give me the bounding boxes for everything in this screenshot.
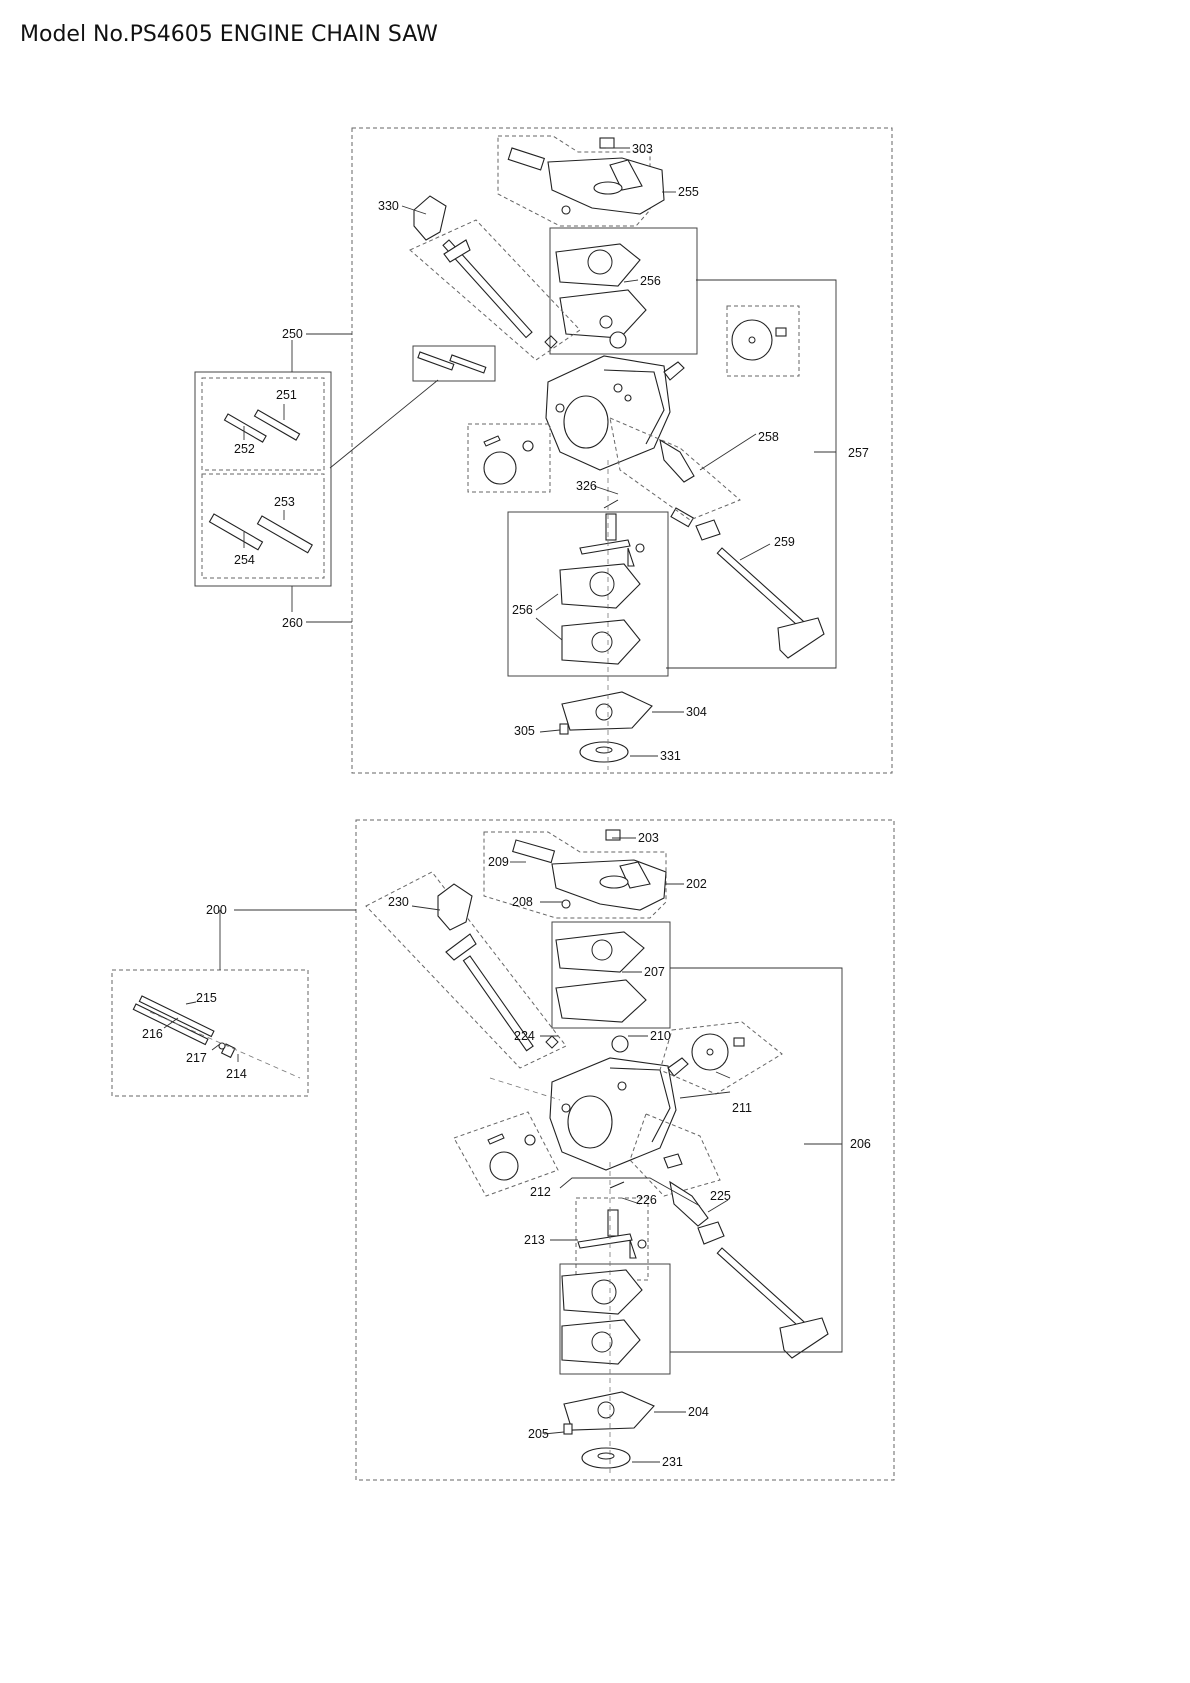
label-209: 209 [488,855,509,869]
part-metering-lever-top [579,499,645,567]
part-pump-cover-bottom [691,1033,745,1071]
label-330: 330 [378,199,399,213]
plate-box-top [467,423,551,493]
jet-kit-subbox-upper [201,377,325,471]
page-title: Model No.PS4605 ENGINE CHAIN SAW [20,22,438,47]
part-throttle-shaft-top [413,195,558,349]
label-254: 254 [234,553,255,567]
part-plate-top [483,435,534,485]
part-choke-shaft-top [659,438,825,659]
part-plate-bottom [487,1133,536,1181]
choke-lever-box-top [609,417,741,521]
bottom-assembly: 203 209 202 208 200 230 207 215 216 217 … [111,819,895,1481]
bottom-leaders [163,837,843,1463]
label-256-bottom: 256 [512,603,533,617]
label-215: 215 [196,991,217,1005]
lower-gasket-box-bottom [559,1263,671,1375]
gasket-box-top [549,227,698,355]
part-carburetor-body-bottom [549,1035,689,1171]
bottom-assembly-frame [355,819,895,1481]
label-200: 200 [206,903,227,917]
part-jets-kit-bottom [132,995,301,1079]
label-255: 255 [678,185,699,199]
label-259: 259 [774,535,795,549]
throttle-shaft-box-top [409,219,581,361]
part-jets-kit-top [208,409,313,554]
label-211: 211 [732,1101,752,1115]
label-202: 202 [686,877,707,891]
label-256-top: 256 [640,274,661,288]
label-204: 204 [688,1405,709,1419]
label-231: 231 [662,1455,683,1469]
label-305: 305 [514,724,535,738]
label-226: 226 [636,1193,657,1207]
part-gasket-lower-top [559,563,641,665]
throttle-shaft-box-bottom [365,871,567,1069]
label-210: 210 [650,1029,671,1043]
label-216: 216 [142,1027,163,1041]
plate-box-bottom [453,1111,559,1197]
part-adjust-jets-top [417,351,487,374]
label-258: 258 [758,430,779,444]
part-pump-cover-top [731,319,787,361]
part-choke-shaft-bottom [663,1153,829,1359]
label-205: 205 [528,1427,549,1441]
label-303: 303 [632,142,653,156]
pump-cover-box-bottom [659,1021,783,1095]
jets-box-top [412,345,496,382]
part-cover-bottom [512,829,667,911]
label-213: 213 [524,1233,545,1247]
label-212: 212 [530,1185,551,1199]
part-gasket-lower-bottom [561,1269,643,1365]
label-251: 251 [276,388,297,402]
pump-cover-box-top [726,305,800,377]
part-pump-diaphragm-top [559,691,653,763]
top-leaders [243,147,837,757]
label-260: 260 [282,616,303,630]
part-metering-lever-bottom [577,1181,647,1259]
label-257: 257 [848,446,869,460]
label-253: 253 [274,495,295,509]
label-206: 206 [850,1137,871,1151]
jet-kit-subbox-lower [201,473,325,579]
jet-kit-box-bottom [111,969,309,1097]
metering-box-top [507,511,669,677]
label-304: 304 [686,705,707,719]
part-carburetor-body-top [545,331,685,471]
choke-lever-box-bottom [629,1113,721,1197]
label-331: 331 [660,749,681,763]
label-207: 207 [644,965,665,979]
label-225: 225 [710,1189,731,1203]
label-224: 224 [514,1029,535,1043]
label-208: 208 [512,895,533,909]
label-326: 326 [576,479,597,493]
top-assembly: 303 255 330 256 250 251 252 253 254 258 … [194,127,893,774]
part-gasket-upper-bottom [555,931,647,1023]
label-217: 217 [186,1051,207,1065]
label-252: 252 [234,442,255,456]
jet-kit-box-top [194,371,332,587]
gasket-box-bottom [551,921,671,1029]
part-cover-top [497,135,665,227]
label-203: 203 [638,831,659,845]
part-gasket-upper [555,243,647,339]
label-230: 230 [388,895,409,909]
label-214: 214 [226,1067,247,1081]
label-250: 250 [282,327,303,341]
aux-line-bottom [489,1077,561,1101]
part-throttle-shaft-bottom [437,883,559,1052]
part-pump-diaphragm-bottom [563,1391,655,1469]
